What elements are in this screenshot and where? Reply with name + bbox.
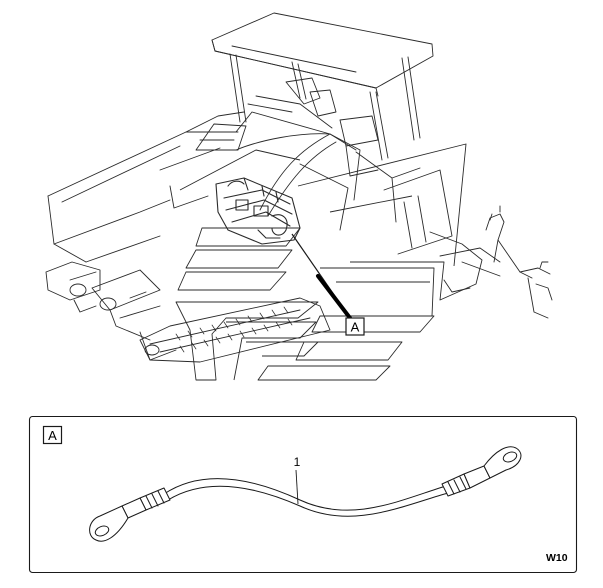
callout-a-detail: A <box>42 425 63 445</box>
paver-machine-illustration <box>45 12 553 363</box>
body-side <box>235 133 421 231</box>
left-ring-terminal <box>89 505 129 542</box>
hopper-body <box>47 111 357 263</box>
callout-a-detail-label: A <box>48 428 57 443</box>
left-crimp <box>121 487 171 519</box>
track-chain <box>175 306 293 353</box>
drawing-code: W10 <box>546 552 568 564</box>
callout-a-top: A <box>345 317 365 336</box>
operator-console <box>247 77 379 177</box>
right-ring-terminal <box>483 446 522 479</box>
ground-cable <box>89 446 522 542</box>
front-wheels <box>69 283 160 356</box>
callout-a-top-label: A <box>351 320 360 335</box>
canopy-posts <box>229 53 421 161</box>
part-number-1: 1 <box>294 455 301 505</box>
crawler-track <box>139 297 331 363</box>
highlight-panels <box>175 143 467 381</box>
right-crimp <box>441 465 491 497</box>
engine-module <box>215 177 301 245</box>
part-number-label: 1 <box>294 455 301 469</box>
front-screed <box>45 261 177 361</box>
rear-tractor <box>383 169 553 319</box>
callout-leader <box>291 233 352 320</box>
canopy-roof <box>211 12 434 97</box>
detail-frame <box>28 415 578 574</box>
